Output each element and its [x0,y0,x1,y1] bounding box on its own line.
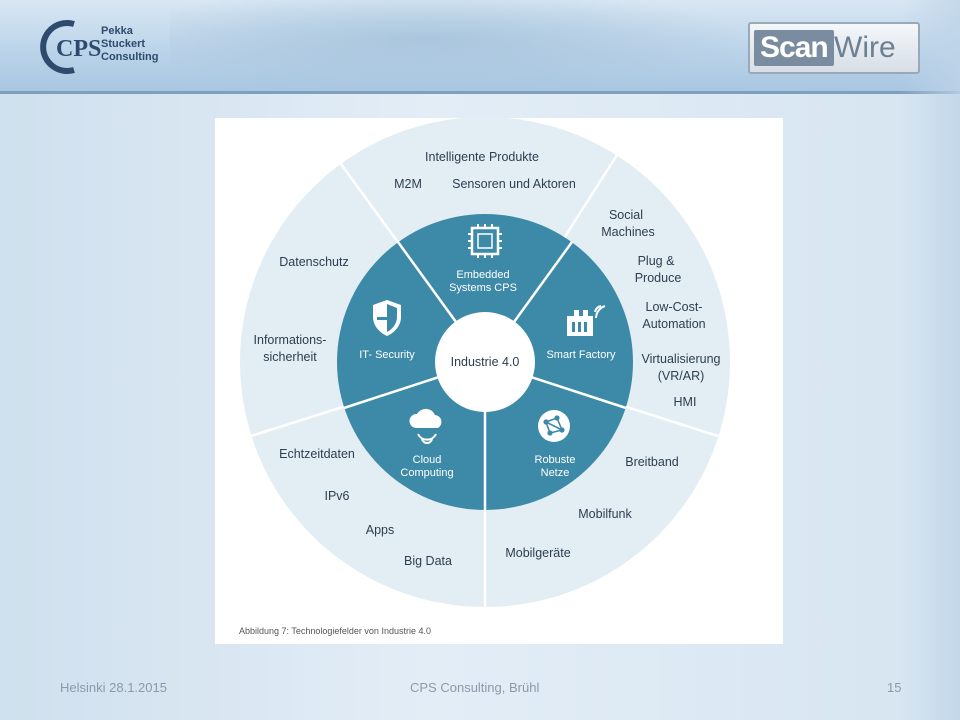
cps-monogram: CPS [56,36,101,62]
center-label: Industrie 4.0 [451,355,520,369]
cps-name-line: Stuckert [101,38,146,50]
footer-company: CPS Consulting, Brühl [410,680,540,695]
outer-label-informations: Informations- [254,333,327,347]
factory-icon [567,305,606,336]
network-icon [538,410,570,442]
outer-label-sicherheit: sicherheit [263,350,317,364]
outer-label-datenschutz: Datenschutz [279,255,348,269]
inner-label-netze: Netze [541,467,570,479]
outer-label-automation: Automation [642,317,705,331]
figure-caption: Abbildung 7: Technologiefelder von Indus… [239,626,431,636]
outer-label-m2m: M2M [394,177,422,191]
cps-company-name: Pekka Stuckert Consulting [101,25,158,64]
inner-label-cloud: Cloud [413,454,442,466]
outer-label-big-data: Big Data [404,554,452,568]
outer-label-echtzeitdaten: Echtzeitdaten [279,447,355,461]
cps-logo: CPS [40,20,101,74]
outer-label-produce: Produce [635,271,682,285]
map-background [170,0,810,92]
diagram-svg: Industrie 4.0 Embedded Systems CPS Smart… [240,118,730,607]
scanwire-logo-wire: Wire [834,31,896,64]
outer-label-vr-ar: (VR/AR) [658,369,705,383]
outer-label-hmi: HMI [674,395,697,409]
inner-label-computing: Computing [400,467,453,479]
footer-page-number: 15 [887,680,902,695]
inner-label-smart-factory: Smart Factory [546,349,616,361]
industrie40-diagram: Industrie 4.0 Embedded Systems CPS Smart… [215,118,783,644]
outer-label-breitband: Breitband [625,455,679,469]
decorative-wave [900,0,960,720]
outer-label-ipv6: IPv6 [324,489,349,503]
center-circle [435,312,535,412]
cps-name-line: Pekka [101,25,133,37]
outer-label-sensoren: Sensoren und Aktoren [452,177,576,191]
footer-date: Helsinki 28.1.2015 [60,680,167,695]
inner-label-embedded: Systems CPS [449,282,517,294]
cps-name-line: Consulting [101,51,159,63]
shield-icon [373,300,401,336]
outer-label-social: Social [609,208,643,222]
scanwire-logo: Scan Wire [748,22,920,74]
outer-label-mobilgeraete: Mobilgeräte [505,546,570,560]
inner-label-it-security: IT- Security [359,349,415,361]
outer-label-apps: Apps [366,523,395,537]
scanwire-logo-scan: Scan [754,30,834,66]
inner-label-robuste: Robuste [535,454,576,466]
chip-icon [468,224,502,258]
outer-label-machines: Machines [601,225,655,239]
outer-label-plug: Plug & [638,254,675,268]
outer-label-virtualisierung: Virtualisierung [642,352,721,366]
inner-label-embedded: Embedded [456,269,509,281]
outer-label-low-cost: Low-Cost- [646,300,703,314]
outer-label-mobilfunk: Mobilfunk [578,507,632,521]
header-divider [0,91,960,94]
cloud-icon [409,408,442,444]
outer-label-intelligente-produkte: Intelligente Produkte [425,150,539,164]
